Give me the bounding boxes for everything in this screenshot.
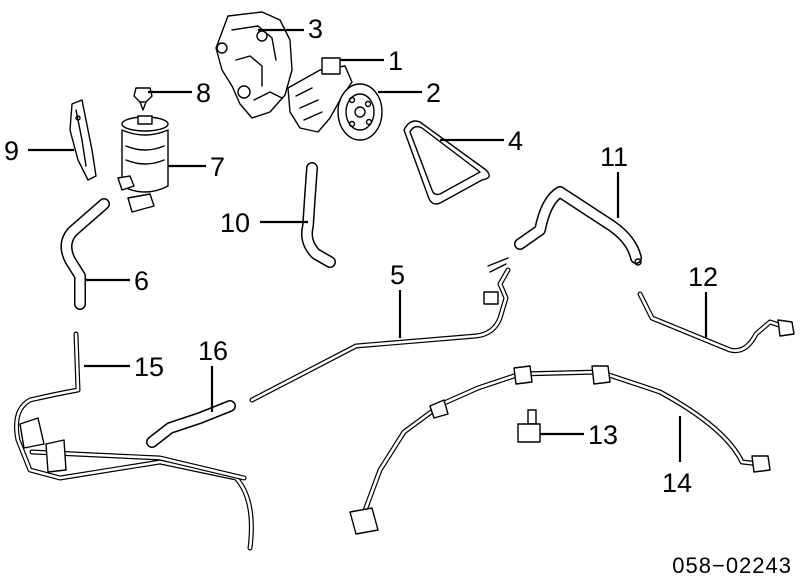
callout-16: 16 — [198, 336, 228, 366]
part-7-reservoir-tank — [117, 115, 169, 213]
part-9-bracket — [69, 99, 97, 181]
part-14-hose-assembly — [349, 365, 771, 535]
part-5-pressure-line — [249, 257, 511, 403]
callout-2: 2 — [426, 78, 441, 108]
callout-3: 3 — [308, 14, 323, 44]
part-8-cap — [133, 87, 153, 111]
part-11-hose — [514, 186, 642, 266]
part-4-belt — [403, 120, 490, 205]
callout-14: 14 — [662, 468, 692, 498]
callout-10: 10 — [220, 208, 250, 238]
callout-6: 6 — [134, 266, 149, 296]
callout-5: 5 — [390, 260, 405, 290]
callout-9: 9 — [4, 136, 19, 166]
callout-15: 15 — [134, 352, 164, 382]
callouts: 3 1 2 4 8 9 7 6 10 11 12 5 15 16 13 14 — [4, 14, 718, 498]
callout-8: 8 — [196, 78, 211, 108]
callout-7: 7 — [210, 152, 225, 182]
part-2-pump-assembly — [287, 57, 383, 141]
part-13-sensor — [517, 409, 541, 443]
part-10-hose — [301, 162, 336, 268]
callout-4: 4 — [508, 126, 523, 156]
diagram-code: 058−02243 — [672, 553, 792, 578]
callout-1: 1 — [388, 46, 403, 76]
leader-lines — [28, 28, 708, 462]
part-15-return-line — [14, 331, 254, 551]
part-12-line — [637, 291, 795, 354]
callout-13: 13 — [588, 420, 618, 450]
part-3-pump-bracket — [215, 11, 293, 119]
part-6-hose — [60, 198, 110, 310]
part-16-hose — [146, 400, 236, 448]
callout-11: 11 — [600, 142, 628, 172]
callout-12: 12 — [688, 262, 718, 292]
